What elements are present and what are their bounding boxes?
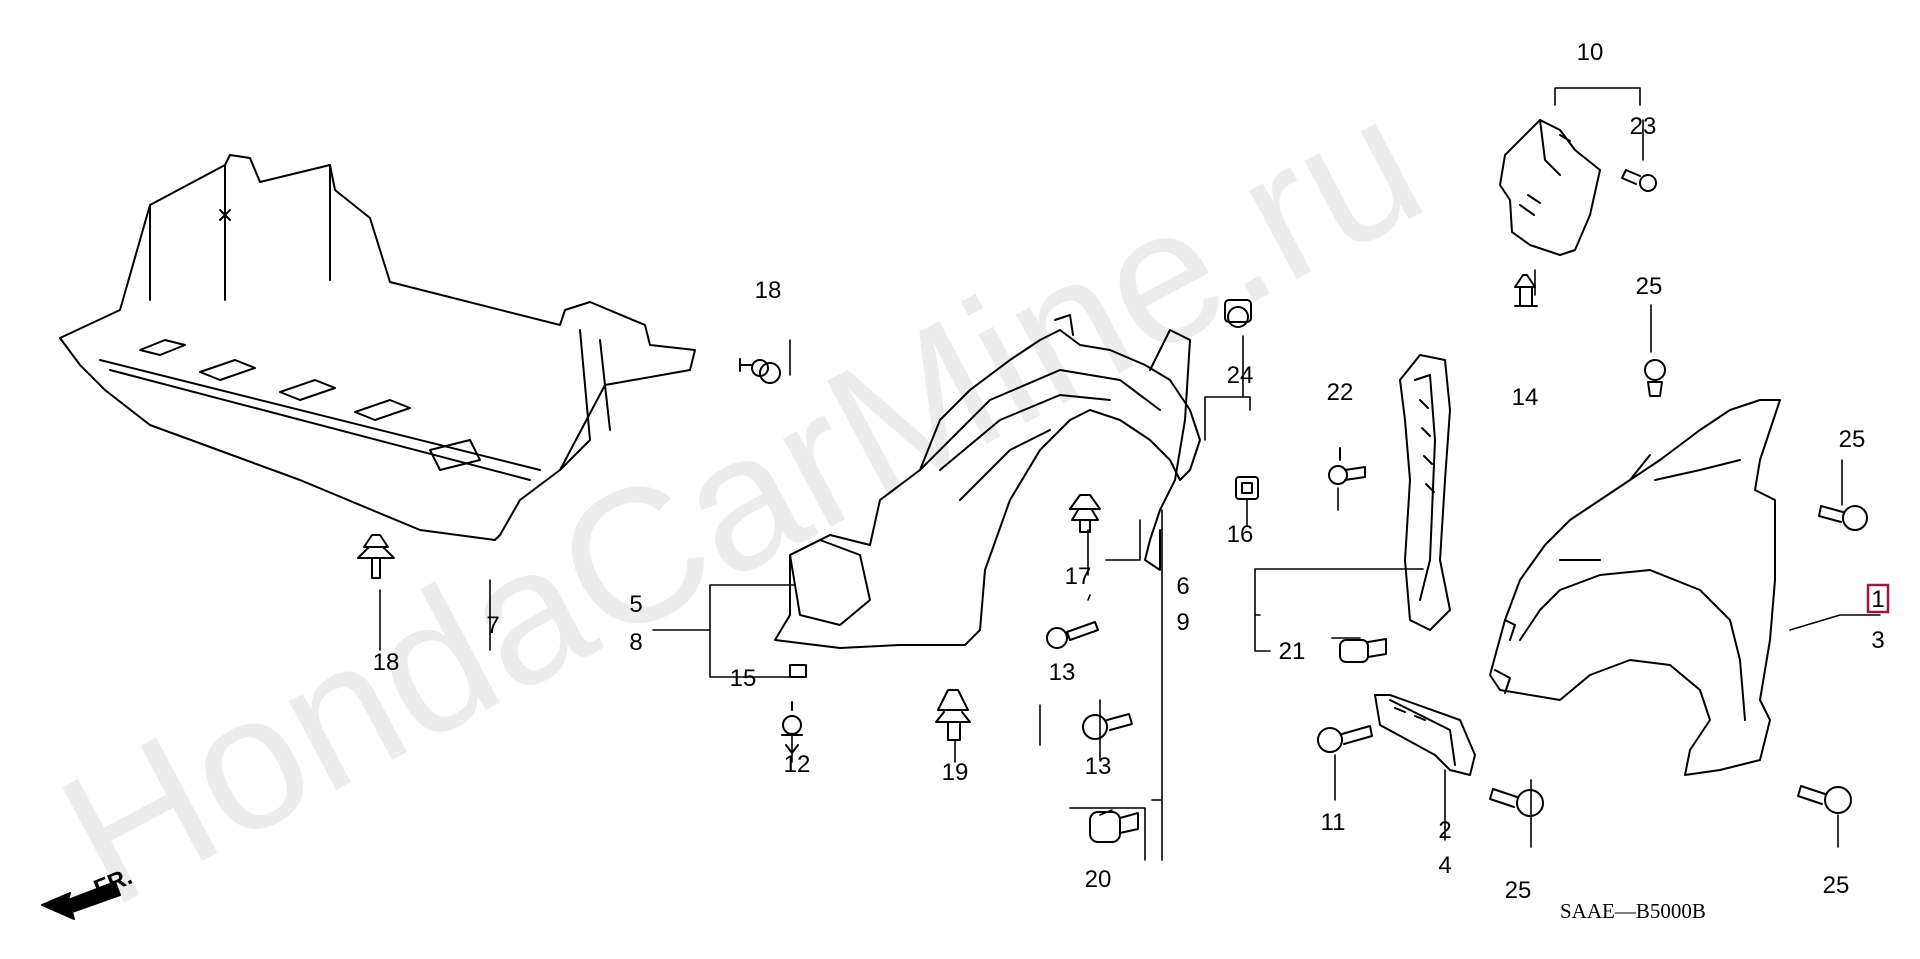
diagram-code: SAAE—B5000B xyxy=(1560,899,1706,923)
callout-20[interactable]: 20 xyxy=(1085,866,1112,893)
fastener-18-top[interactable] xyxy=(739,358,781,384)
callout-25-d[interactable]: 25 xyxy=(1823,872,1850,899)
fender-liner-part-5-8[interactable] xyxy=(774,314,1201,649)
fastener-13-a[interactable] xyxy=(1046,621,1099,649)
fastener-12[interactable] xyxy=(781,701,803,754)
callout-7[interactable]: 7 xyxy=(486,612,499,639)
callout-16[interactable]: 16 xyxy=(1227,521,1254,548)
fastener-20[interactable] xyxy=(1089,811,1139,843)
fastener-17[interactable] xyxy=(1069,494,1101,533)
callout-21[interactable]: 21 xyxy=(1279,638,1306,665)
callout-6[interactable]: 6 xyxy=(1176,573,1189,600)
fastener-25-b[interactable] xyxy=(1818,505,1868,531)
fastener-23[interactable] xyxy=(1621,169,1657,192)
fastener-25-a[interactable] xyxy=(1644,359,1666,397)
callout-13-a[interactable]: 13 xyxy=(1049,659,1076,686)
fastener-22[interactable] xyxy=(1328,447,1366,485)
callout-24[interactable]: 24 xyxy=(1227,362,1254,389)
callout-22[interactable]: 22 xyxy=(1327,379,1354,406)
undercover-part-7[interactable] xyxy=(59,154,696,541)
fastener-15[interactable] xyxy=(789,664,807,678)
fastener-13-b[interactable] xyxy=(1082,713,1133,740)
direction-label: FR. xyxy=(90,863,136,903)
callout-23[interactable]: 23 xyxy=(1630,113,1657,140)
fastener-21[interactable] xyxy=(1339,638,1387,663)
callout-11[interactable]: 11 xyxy=(1321,809,1346,836)
callout-3[interactable]: 3 xyxy=(1871,627,1884,654)
leader-lines xyxy=(379,87,1881,861)
fender-bracket-part-6-9[interactable] xyxy=(1399,354,1451,631)
fastener-18-left[interactable] xyxy=(357,534,395,579)
callout-9[interactable]: 9 xyxy=(1176,609,1189,636)
fastener-25-d[interactable] xyxy=(1797,785,1852,814)
bracket-part-2-4[interactable] xyxy=(1374,694,1476,776)
fastener-25-c[interactable] xyxy=(1489,788,1544,817)
fastener-14[interactable] xyxy=(1514,274,1538,307)
callout-18-a[interactable]: 18 xyxy=(755,277,782,304)
callout-13-b[interactable]: 13 xyxy=(1085,753,1112,780)
callout-12[interactable]: 12 xyxy=(784,751,811,778)
fastener-19[interactable] xyxy=(935,689,971,741)
callout-5[interactable]: 5 xyxy=(629,591,642,618)
fastener-11[interactable] xyxy=(1317,725,1373,753)
callout-25-a[interactable]: 25 xyxy=(1636,273,1663,300)
callout-4[interactable]: 4 xyxy=(1438,852,1451,879)
front-fender-part-1-3[interactable] xyxy=(1489,399,1781,776)
callout-25-b[interactable]: 25 xyxy=(1839,426,1866,453)
fastener-24[interactable] xyxy=(1224,299,1252,328)
callout-18-b[interactable]: 18 xyxy=(373,649,400,676)
callout-1[interactable]: 1 xyxy=(1871,586,1884,613)
callout-19[interactable]: 19 xyxy=(942,759,969,786)
callout-25-c[interactable]: 25 xyxy=(1505,877,1532,904)
callout-8[interactable]: 8 xyxy=(629,629,642,656)
bracket-part-10[interactable] xyxy=(1499,119,1601,256)
highlight-box xyxy=(1866,583,1890,614)
callout-14[interactable]: 14 xyxy=(1512,384,1539,411)
callout-15[interactable]: 15 xyxy=(730,665,757,692)
fastener-16[interactable] xyxy=(1235,476,1259,500)
callout-2[interactable]: 2 xyxy=(1438,817,1451,844)
callout-10[interactable]: 10 xyxy=(1577,39,1604,66)
callout-17[interactable]: 17 xyxy=(1065,563,1092,590)
front-direction-arrow xyxy=(41,881,121,920)
